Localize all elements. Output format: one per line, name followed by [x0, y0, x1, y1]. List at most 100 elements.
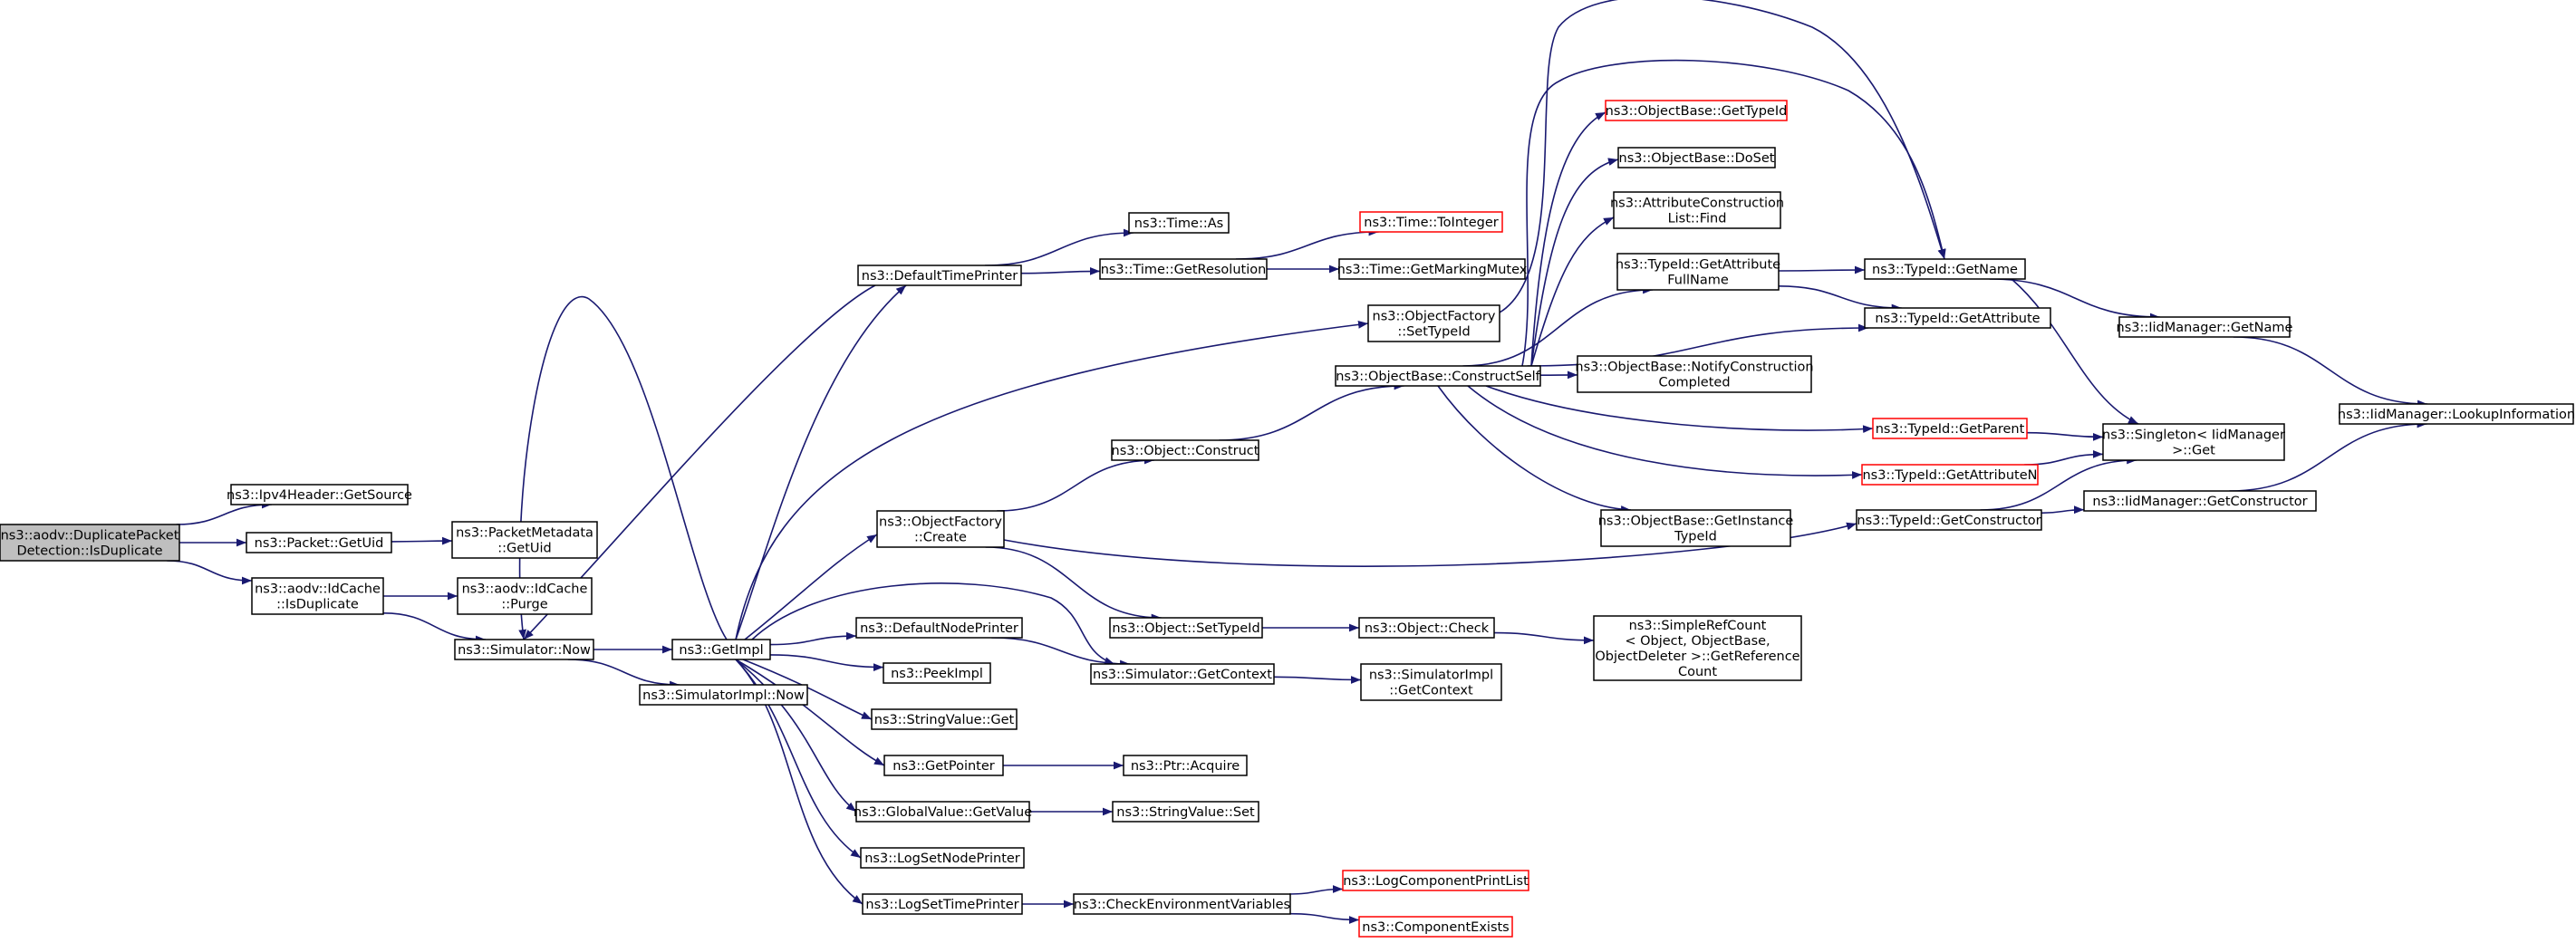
node-object_construct[interactable]: ns3::Object::Construct — [1111, 439, 1259, 461]
node-box[interactable] — [1128, 212, 1230, 234]
node-box[interactable] — [871, 708, 1018, 730]
node-box[interactable] — [230, 484, 409, 505]
node-box[interactable] — [1593, 615, 1802, 681]
node-sim_getcontext[interactable]: ns3::Simulator::GetContext — [1090, 663, 1275, 685]
node-iidmgr_getname[interactable]: ns3::IidManager::GetName — [2117, 316, 2293, 338]
node-ipv4_getsource[interactable]: ns3::Ipv4Header::GetSource — [227, 484, 412, 505]
node-singleton_get[interactable]: ns3::Singleton< IidManager >::Get — [2102, 423, 2285, 461]
node-typeid_getname[interactable]: ns3::TypeId::GetName — [1864, 258, 2026, 280]
node-box[interactable] — [451, 521, 598, 559]
node-box[interactable] — [1856, 509, 2042, 531]
node-peekimpl[interactable]: ns3::PeekImpl — [883, 662, 991, 684]
node-default_node_printer[interactable]: ns3::DefaultNodePrinter — [855, 617, 1023, 639]
node-box[interactable] — [876, 510, 1005, 548]
node-objfactory_create[interactable]: ns3::ObjectFactory::Create — [876, 510, 1005, 548]
node-sim_now[interactable]: ns3::Simulator::Now — [454, 639, 594, 660]
node-box[interactable] — [1360, 663, 1502, 701]
node-box[interactable] — [1073, 893, 1291, 915]
node-box[interactable] — [246, 532, 392, 553]
node-box[interactable] — [1616, 253, 1780, 291]
node-box[interactable] — [1342, 870, 1529, 891]
node-box[interactable] — [0, 524, 180, 562]
node-box[interactable] — [1367, 304, 1500, 342]
node-objbase_constructself[interactable]: ns3::ObjectBase::ConstructSelf — [1335, 365, 1541, 387]
node-box[interactable] — [1335, 365, 1541, 387]
node-time_tointeger[interactable]: ns3::Time::ToInteger — [1359, 211, 1503, 233]
node-box[interactable] — [1099, 258, 1268, 280]
node-box[interactable] — [1864, 307, 2051, 329]
node-object_settypeid[interactable]: ns3::Object::SetTypeId — [1109, 617, 1263, 639]
node-box[interactable] — [1112, 801, 1259, 823]
node-box[interactable] — [639, 684, 808, 706]
node-box[interactable] — [857, 265, 1022, 286]
node-box[interactable] — [862, 893, 1023, 915]
node-box[interactable] — [1861, 464, 2039, 486]
node-typeid_getattribute[interactable]: ns3::TypeId::GetAttribute — [1864, 307, 2051, 329]
node-componentexists[interactable]: ns3::ComponentExists — [1358, 916, 1513, 938]
node-logcomponentprintlist[interactable]: ns3::LogComponentPrintList — [1342, 870, 1529, 891]
node-box[interactable] — [2083, 490, 2317, 512]
node-box[interactable] — [1864, 258, 2026, 280]
node-getimpl[interactable]: ns3::GetImpl — [671, 639, 771, 660]
node-box[interactable] — [1872, 418, 2028, 439]
node-iidmgr_lookup[interactable]: ns3::IidManager::LookupInformation — [2338, 403, 2575, 425]
node-getpointer[interactable]: ns3::GetPointer — [883, 755, 1004, 776]
node-simimpl_now[interactable]: ns3::SimulatorImpl::Now — [639, 684, 808, 706]
node-simimpl_getcontext[interactable]: ns3::SimulatorImpl::GetContext — [1360, 663, 1502, 701]
node-box[interactable] — [1090, 663, 1275, 685]
node-objbase_doset[interactable]: ns3::ObjectBase::DoSet — [1617, 147, 1776, 168]
node-box[interactable] — [1577, 355, 1812, 393]
node-stringvalue_set[interactable]: ns3::StringValue::Set — [1112, 801, 1259, 823]
node-ptr_acquire[interactable]: ns3::Ptr::Acquire — [1123, 755, 1248, 776]
node-objfactory_settypeid[interactable]: ns3::ObjectFactory::SetTypeId — [1367, 304, 1500, 342]
node-box[interactable] — [1359, 211, 1503, 233]
node-box[interactable] — [855, 617, 1023, 639]
node-box[interactable] — [2118, 316, 2291, 338]
node-box[interactable] — [1109, 617, 1263, 639]
node-idcache_purge[interactable]: ns3::aodv::IdCache::Purge — [457, 577, 593, 615]
node-box[interactable] — [454, 639, 594, 660]
node-box[interactable] — [2102, 423, 2285, 461]
node-default_time_printer[interactable]: ns3::DefaultTimePrinter — [857, 265, 1022, 286]
node-box[interactable] — [883, 755, 1004, 776]
node-dup_isdup[interactable]: ns3::aodv::DuplicatePacketDetection::IsD… — [0, 524, 180, 562]
node-box[interactable] — [1605, 100, 1788, 121]
node-box[interactable] — [1111, 439, 1259, 461]
node-box[interactable] — [671, 639, 771, 660]
node-box[interactable] — [1600, 509, 1791, 547]
node-time_markingmutex[interactable]: ns3::Time::GetMarkingMutex — [1337, 258, 1528, 280]
node-simplerefcount[interactable]: ns3::SimpleRefCount< Object, ObjectBase,… — [1593, 615, 1802, 681]
node-box[interactable] — [855, 801, 1030, 823]
node-objbase_notify[interactable]: ns3::ObjectBase::NotifyConstructionCompl… — [1575, 355, 1814, 393]
node-iidmgr_getconstructor[interactable]: ns3::IidManager::GetConstructor — [2083, 490, 2317, 512]
node-box[interactable] — [2339, 403, 2574, 425]
node-pktmeta_getuid[interactable]: ns3::PacketMetadata::GetUid — [451, 521, 598, 559]
node-box[interactable] — [1358, 916, 1513, 938]
node-packet_getuid[interactable]: ns3::Packet::GetUid — [246, 532, 392, 553]
node-box[interactable] — [1338, 258, 1526, 280]
node-idcache_isdup[interactable]: ns3::aodv::IdCache::IsDuplicate — [251, 577, 384, 615]
node-globalvalue_getvalue[interactable]: ns3::GlobalValue::GetValue — [854, 801, 1032, 823]
node-typeid_getparent[interactable]: ns3::TypeId::GetParent — [1872, 418, 2028, 439]
node-box[interactable] — [883, 662, 991, 684]
node-typeid_getattributen[interactable]: ns3::TypeId::GetAttributeN — [1861, 464, 2039, 486]
node-box[interactable] — [860, 847, 1025, 869]
node-box[interactable] — [1617, 147, 1776, 168]
node-object_check[interactable]: ns3::Object::Check — [1358, 617, 1495, 639]
node-objbase_gettypeid[interactable]: ns3::ObjectBase::GetTypeId — [1605, 100, 1788, 121]
node-typeid_getconstructor[interactable]: ns3::TypeId::GetConstructor — [1856, 509, 2042, 531]
node-box[interactable] — [1123, 755, 1248, 776]
node-checkenvvars[interactable]: ns3::CheckEnvironmentVariables — [1073, 893, 1291, 915]
node-logsetnodeprinter[interactable]: ns3::LogSetNodePrinter — [860, 847, 1025, 869]
node-time_getres[interactable]: ns3::Time::GetResolution — [1099, 258, 1268, 280]
node-box[interactable] — [1358, 617, 1495, 639]
node-box[interactable] — [251, 577, 384, 615]
node-box[interactable] — [457, 577, 593, 615]
node-logsettimeprinter[interactable]: ns3::LogSetTimePrinter — [862, 893, 1023, 915]
node-time_as[interactable]: ns3::Time::As — [1128, 212, 1230, 234]
node-box[interactable] — [1613, 191, 1781, 229]
node-stringvalue_get[interactable]: ns3::StringValue::Get — [871, 708, 1018, 730]
